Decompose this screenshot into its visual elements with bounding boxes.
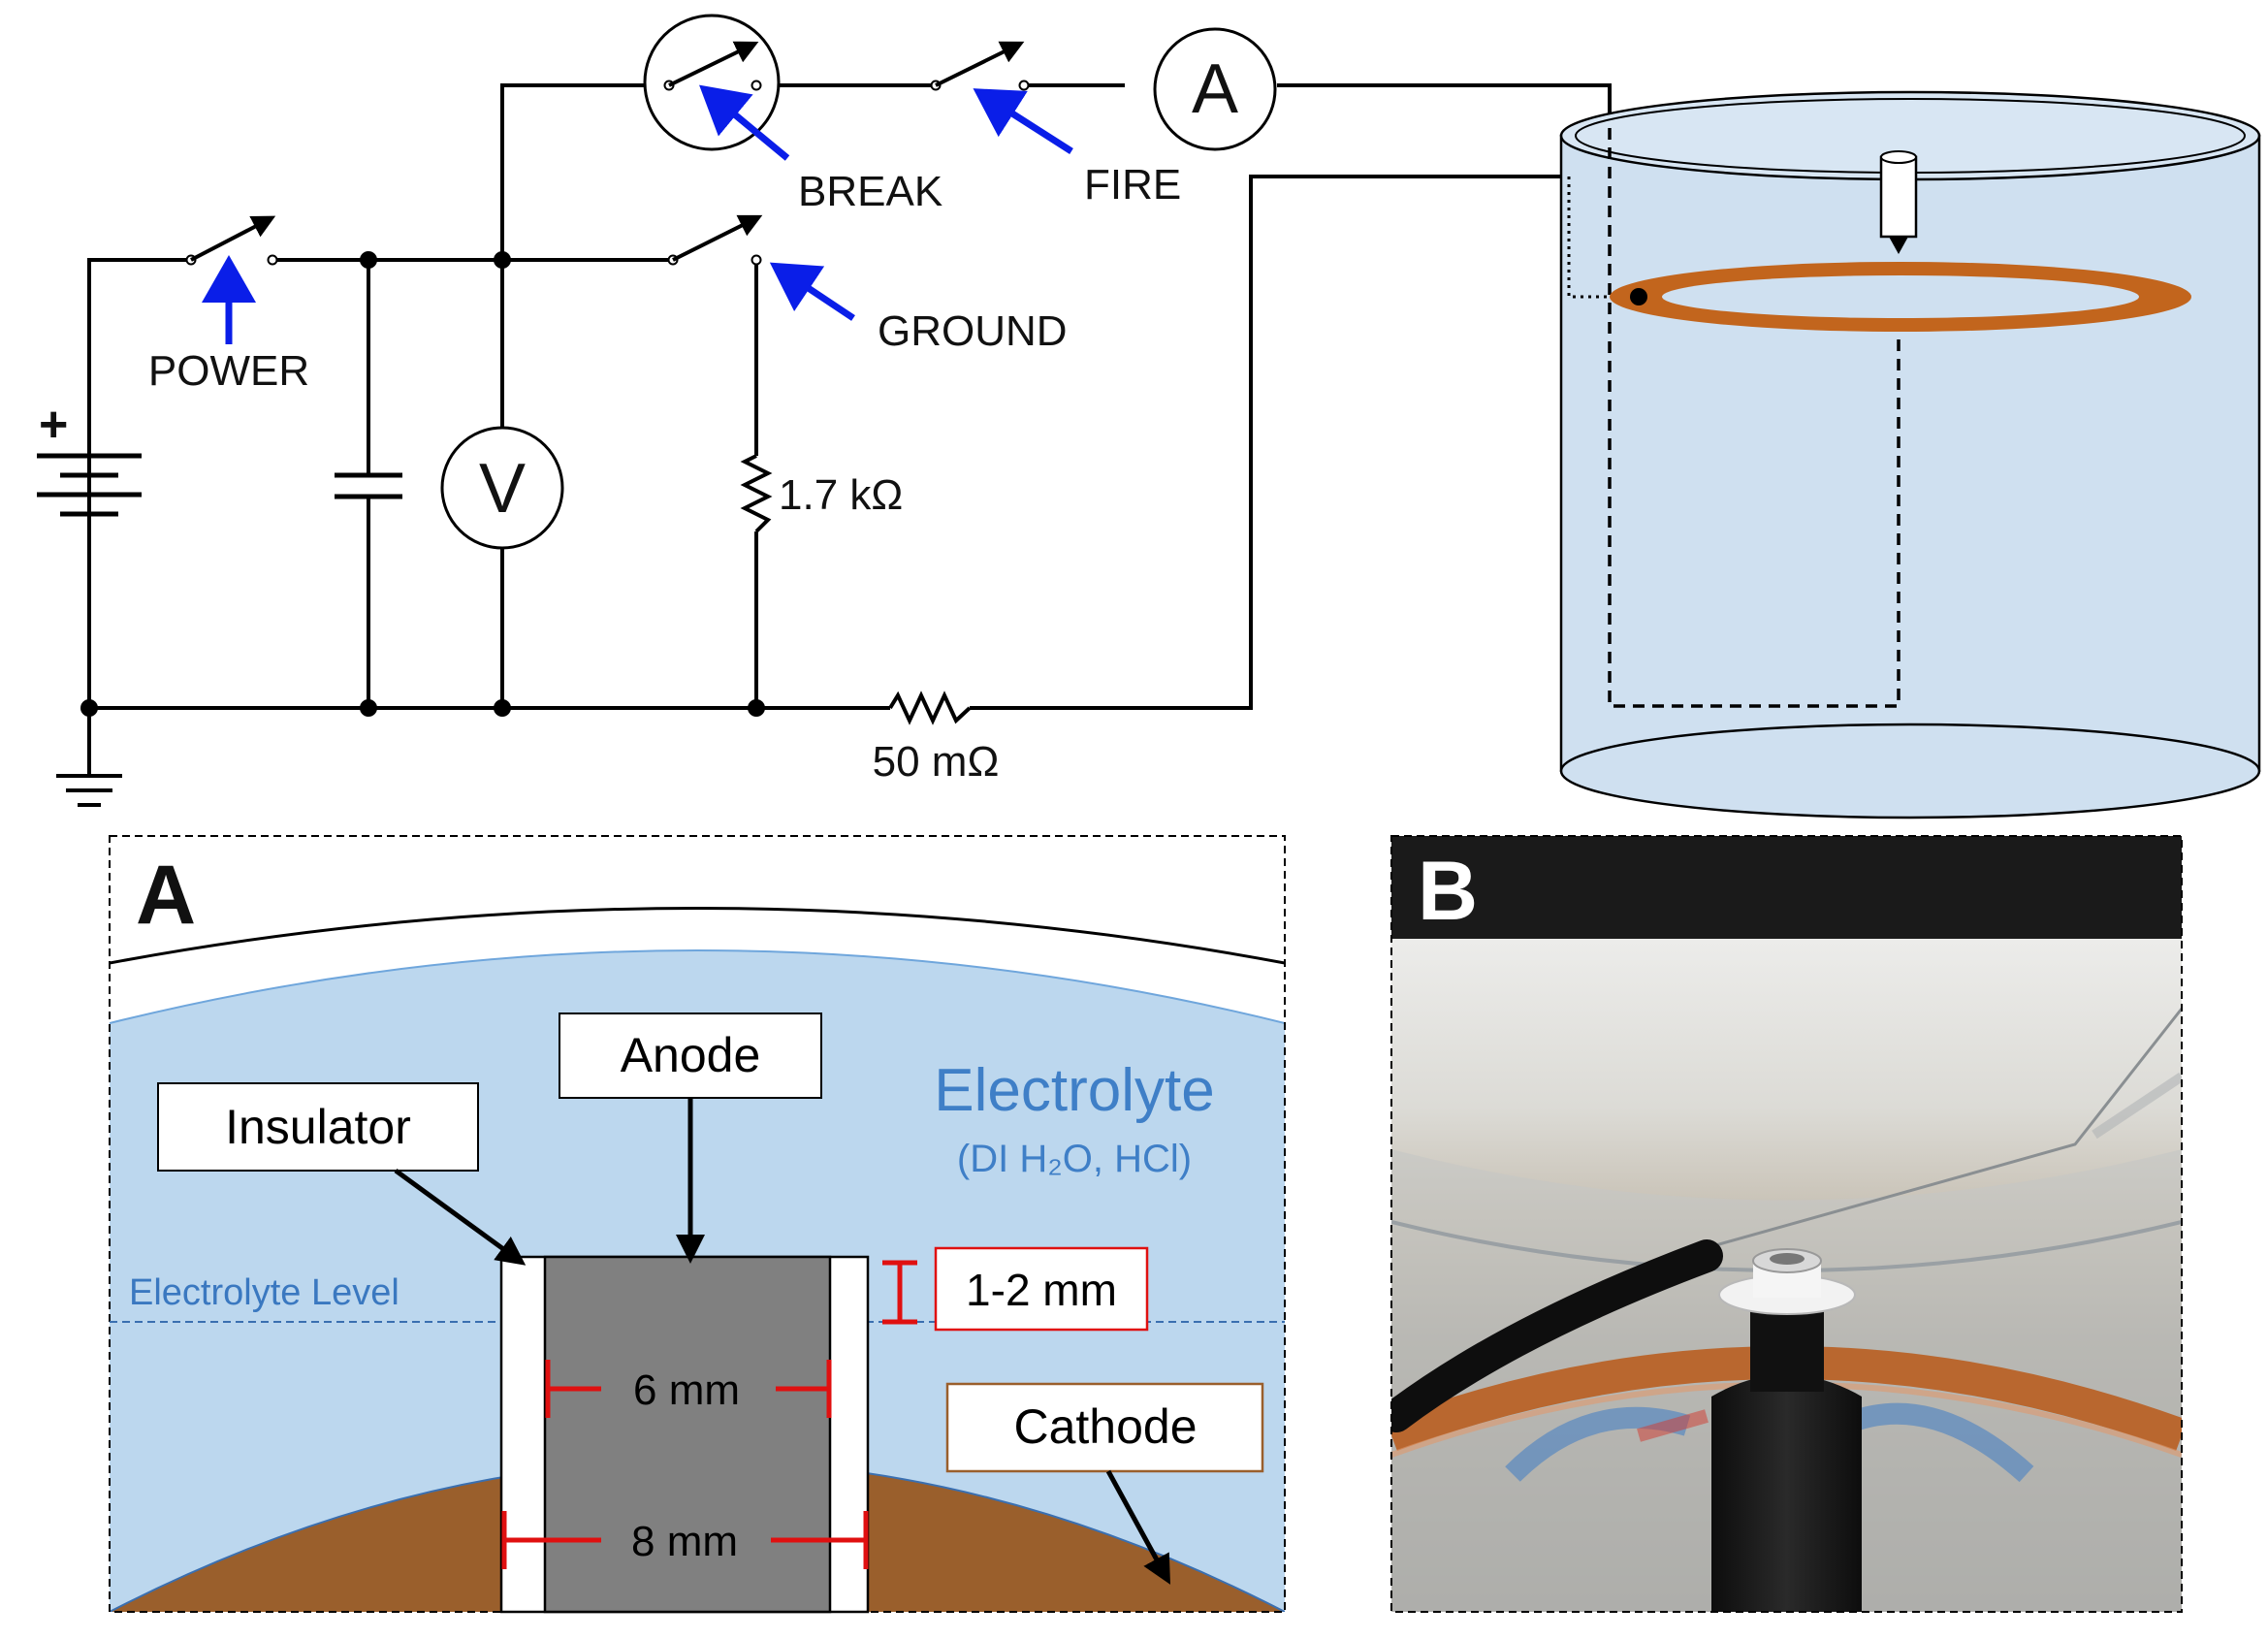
ground-resistor-label: 1.7 kΩ: [779, 471, 903, 519]
anode-width-label: 6 mm: [633, 1366, 740, 1414]
fire-pointer-arrow: [973, 88, 1073, 154]
insulator-width-label: 8 mm: [631, 1518, 738, 1565]
junction-dot: [748, 699, 765, 717]
voltmeter-label: V: [479, 450, 526, 528]
junction-dot: [80, 699, 98, 717]
junction-dot: [360, 251, 377, 269]
anode-holder: [1879, 155, 1918, 239]
electrolyte-label: Electrolyte: [934, 1057, 1214, 1124]
battery-polarity-label: +: [39, 397, 68, 453]
voltmeter: V: [440, 426, 564, 550]
anode-label: Anode: [621, 1028, 761, 1082]
shunt-resistor: 50 mΩ: [873, 691, 1000, 786]
panel-a-letter: A: [136, 849, 196, 942]
panel-b-photo: B: [1390, 835, 2183, 1613]
junction-dot: [494, 251, 511, 269]
junction-dot: [360, 699, 377, 717]
ground-switch-label: GROUND: [878, 307, 1068, 355]
break-switch-label: BREAK: [798, 168, 942, 215]
cathode-label: Cathode: [1013, 1399, 1197, 1454]
ground-resistor: 1.7 kΩ: [740, 454, 903, 533]
ground-switch: [667, 214, 763, 266]
fire-switch: [930, 41, 1030, 91]
insulator-label: Insulator: [225, 1100, 411, 1154]
fire-switch-label: FIRE: [1084, 161, 1181, 209]
panel-a: A Electrolyte Level Electrolyte (DI H₂O,…: [109, 835, 1286, 1614]
power-switch-label: POWER: [148, 347, 309, 395]
break-pointer-arrow: [699, 84, 790, 161]
battery-symbol: +: [37, 260, 142, 708]
electrolysis-vessel: [1559, 90, 2261, 820]
ammeter: A: [1153, 27, 1277, 151]
break-switch: [643, 14, 781, 151]
electrolyte-composition-label: (DI H₂O, HCl): [957, 1138, 1192, 1180]
circuit-schematic: +: [37, 14, 1612, 807]
panel-b-letter: B: [1418, 845, 1478, 938]
junction-dot: [494, 699, 511, 717]
power-switch: [185, 215, 278, 266]
shunt-resistor-label: 50 mΩ: [873, 738, 1000, 786]
height-dimension-label: 1-2 mm: [966, 1265, 1117, 1315]
ground-pointer-arrow: [769, 262, 855, 321]
electrolyte-level-label: Electrolyte Level: [129, 1272, 399, 1313]
ammeter-label: A: [1192, 50, 1238, 128]
anode-rod: [543, 1255, 832, 1614]
ground-symbol: [56, 708, 122, 807]
